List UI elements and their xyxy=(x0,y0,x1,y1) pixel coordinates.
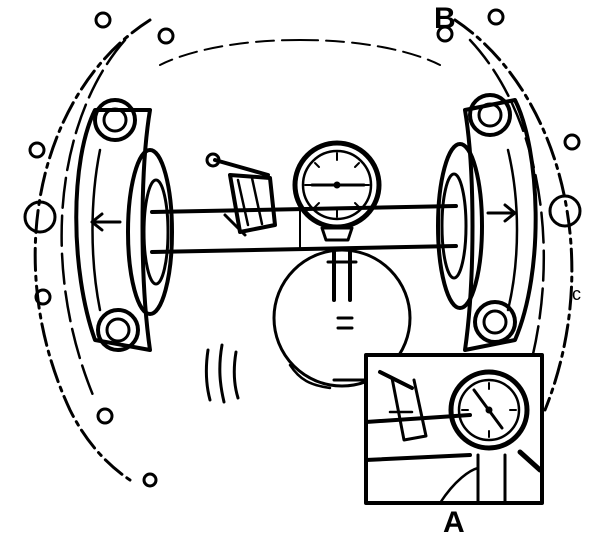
clamp-screw xyxy=(205,152,277,237)
left-bearing-cap xyxy=(74,98,152,352)
crank-mark: c xyxy=(572,284,581,304)
left-bearing-race xyxy=(126,148,174,316)
label-b: B xyxy=(434,2,456,35)
hatching xyxy=(204,343,240,404)
label-a: A xyxy=(443,506,465,539)
housing-bolt-holes xyxy=(23,8,582,488)
indicator-support xyxy=(272,248,412,390)
housing-outline xyxy=(33,18,574,482)
inset-detail xyxy=(332,353,544,505)
dial-indicator xyxy=(292,140,382,242)
right-bearing-cap xyxy=(463,93,538,352)
right-bearing-race xyxy=(436,142,484,310)
